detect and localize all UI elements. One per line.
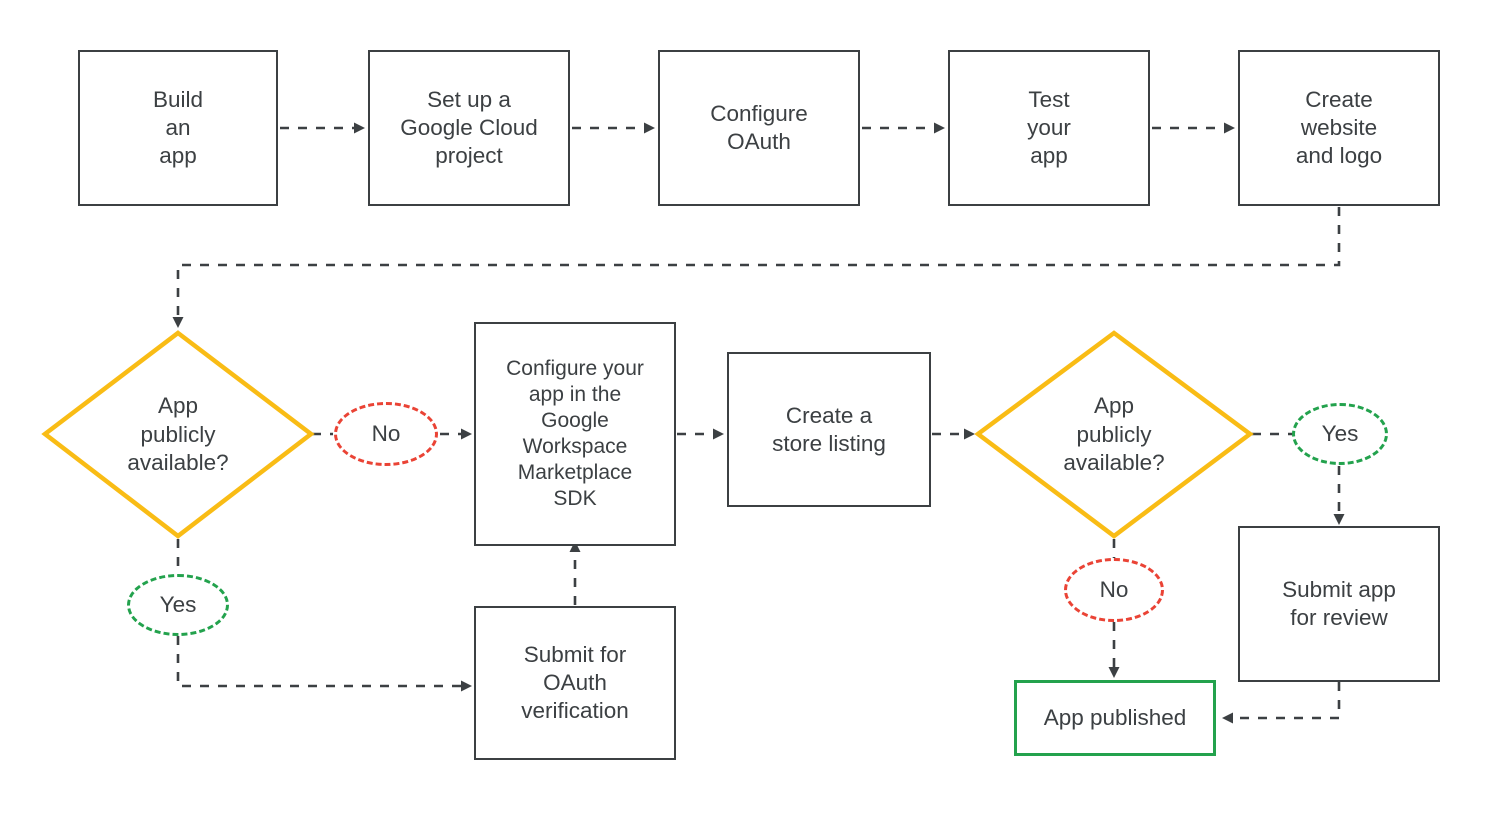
decision-shape-public-1 — [41, 330, 315, 539]
node-label: Submit app for review — [1282, 577, 1396, 630]
node-submit-app-for-review[interactable]: Submit app for review — [1238, 526, 1440, 682]
node-configure-app-sdk[interactable]: Configure your app in the Google Workspa… — [474, 322, 676, 546]
node-label: Test your app — [1027, 87, 1071, 168]
decision-label: App publicly available? — [127, 393, 229, 476]
edge-yes-tag-to-oauth-verification — [176, 636, 472, 692]
edge-label-no-2: No — [1064, 558, 1164, 622]
decision-shape-public-2 — [974, 330, 1254, 539]
node-label: Set up a Google Cloud project — [400, 87, 538, 168]
edge-website-to-decision1 — [172, 207, 1341, 328]
node-create-website-and-logo[interactable]: Create website and logo — [1238, 50, 1440, 206]
edge-label-text: Yes — [1321, 420, 1359, 446]
edge-label-text: Yes — [159, 591, 197, 617]
decision-label: App publicly available? — [1063, 393, 1165, 476]
node-submit-oauth-verification[interactable]: Submit for OAuth verification — [474, 606, 676, 760]
edge-submit-review-to-app-published — [1222, 682, 1341, 724]
node-label: Build an app — [152, 87, 204, 168]
node-test-your-app[interactable]: Test your app — [948, 50, 1150, 206]
edge-label-text: No — [371, 420, 401, 446]
node-label: Configure OAuth — [710, 101, 808, 154]
node-build-an-app[interactable]: Build an app — [78, 50, 278, 206]
edge-label-no-1: No — [334, 402, 438, 466]
node-label: App published — [1043, 705, 1187, 731]
node-decision-public-2[interactable]: App publicly available? — [978, 333, 1250, 537]
node-label: Submit for OAuth verification — [521, 642, 629, 723]
node-app-published[interactable]: App published — [1014, 680, 1216, 756]
edge-label-text: No — [1099, 576, 1129, 602]
node-label: Create website and logo — [1295, 87, 1383, 168]
node-decision-public-1[interactable]: App publicly available? — [45, 333, 311, 537]
node-setup-google-cloud-project[interactable]: Set up a Google Cloud project — [368, 50, 570, 206]
node-label: Configure your app in the Google Workspa… — [506, 356, 644, 511]
node-configure-oauth[interactable]: Configure OAuth — [658, 50, 860, 206]
node-create-store-listing[interactable]: Create a store listing — [727, 352, 931, 507]
edge-label-yes-1: Yes — [127, 574, 229, 636]
edge-label-yes-2: Yes — [1292, 403, 1388, 465]
node-label: Create a store listing — [772, 402, 886, 456]
